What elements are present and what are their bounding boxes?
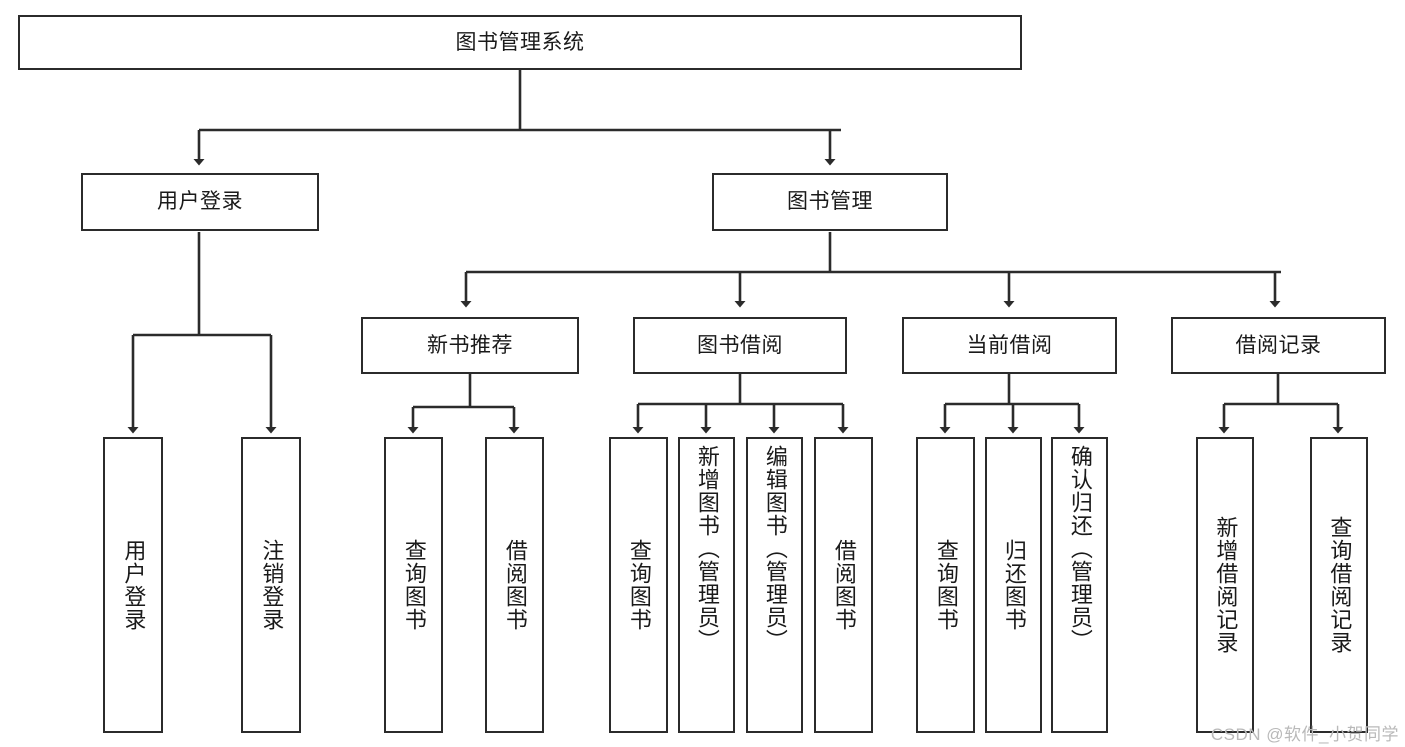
node-borrow-record[interactable]: 借阅记录 xyxy=(1171,317,1386,374)
node-book-borrow[interactable]: 图书借阅 xyxy=(633,317,847,374)
node-root[interactable]: 图书管理系统 xyxy=(18,15,1022,70)
node-user-login-label: 用户登录 xyxy=(157,190,243,214)
node-leaf-query-book-1[interactable]: 查询图书 xyxy=(384,437,443,733)
node-leaf-query-book-1-label: 查询图书 xyxy=(401,539,427,631)
node-leaf-add-record[interactable]: 新增借阅记录 xyxy=(1196,437,1254,733)
node-leaf-return-book-label: 归还图书 xyxy=(1001,539,1027,631)
node-leaf-query-record-label: 查询借阅记录 xyxy=(1327,516,1353,654)
node-leaf-edit-book-label: 编辑图书（管理员） xyxy=(762,445,788,652)
node-current-borrow[interactable]: 当前借阅 xyxy=(902,317,1117,374)
node-new-book-rec-label: 新书推荐 xyxy=(427,333,513,357)
node-leaf-logout[interactable]: 注销登录 xyxy=(241,437,301,733)
node-leaf-query-book-2-label: 查询图书 xyxy=(626,539,652,631)
node-leaf-borrow-book-1[interactable]: 借阅图书 xyxy=(485,437,544,733)
node-borrow-record-label: 借阅记录 xyxy=(1235,333,1322,357)
watermark-text: CSDN @软件_小贺同学 xyxy=(1210,725,1399,744)
node-current-borrow-label: 当前借阅 xyxy=(966,333,1053,357)
node-leaf-user-login-label: 用户登录 xyxy=(121,539,147,631)
node-leaf-add-book-label: 新增图书（管理员） xyxy=(694,445,720,652)
node-leaf-logout-label: 注销登录 xyxy=(259,539,285,631)
node-new-book-rec[interactable]: 新书推荐 xyxy=(361,317,579,374)
node-book-borrow-label: 图书借阅 xyxy=(697,333,783,357)
node-leaf-borrow-book-1-label: 借阅图书 xyxy=(502,539,528,631)
node-leaf-edit-book[interactable]: 编辑图书（管理员） xyxy=(746,437,803,733)
node-leaf-borrow-book-2-label: 借阅图书 xyxy=(831,539,857,631)
node-leaf-user-login[interactable]: 用户登录 xyxy=(103,437,163,733)
node-book-manage[interactable]: 图书管理 xyxy=(712,173,948,231)
node-leaf-confirm-return[interactable]: 确认归还（管理员） xyxy=(1051,437,1108,733)
node-leaf-confirm-return-label: 确认归还（管理员） xyxy=(1067,445,1093,652)
node-leaf-return-book[interactable]: 归还图书 xyxy=(985,437,1042,733)
node-leaf-query-book-2[interactable]: 查询图书 xyxy=(609,437,668,733)
node-leaf-query-book-3-label: 查询图书 xyxy=(933,539,959,631)
node-leaf-query-record[interactable]: 查询借阅记录 xyxy=(1310,437,1368,733)
node-user-login[interactable]: 用户登录 xyxy=(81,173,319,231)
node-root-label: 图书管理系统 xyxy=(455,30,585,54)
node-book-manage-label: 图书管理 xyxy=(787,190,873,214)
node-leaf-borrow-book-2[interactable]: 借阅图书 xyxy=(814,437,873,733)
node-leaf-add-record-label: 新增借阅记录 xyxy=(1213,516,1239,654)
node-leaf-add-book[interactable]: 新增图书（管理员） xyxy=(678,437,735,733)
node-leaf-query-book-3[interactable]: 查询图书 xyxy=(916,437,975,733)
